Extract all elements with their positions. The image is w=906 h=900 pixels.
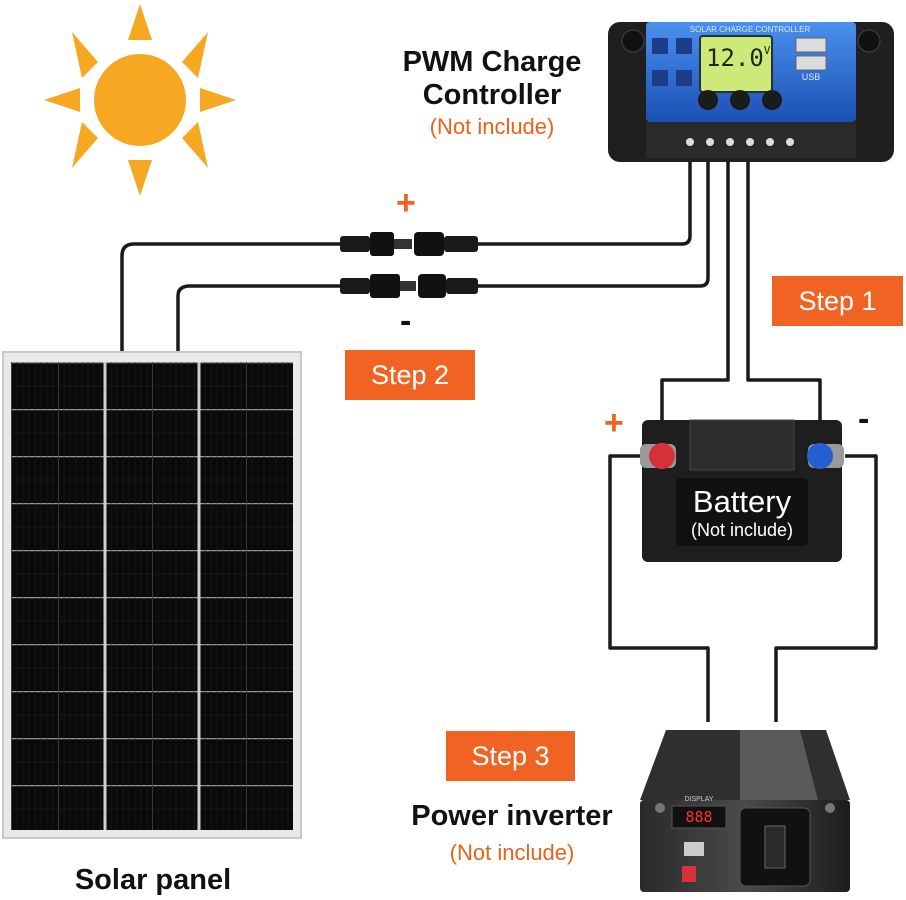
sun-icon: [44, 4, 236, 196]
controller-display: 12.0V: [706, 44, 770, 72]
battery-plus-sign: +: [604, 404, 624, 442]
battery: [640, 419, 844, 562]
inverter-display: 888: [685, 808, 713, 826]
step3-badge: Step 3: [446, 731, 575, 781]
step1-badge: Step 1: [772, 276, 903, 326]
controller-title-line2: Controller: [422, 79, 562, 112]
controller-usb-label: USB: [801, 72, 821, 82]
controller-note: (Not include): [429, 114, 555, 139]
power-inverter: [640, 730, 850, 892]
battery-note: (Not include): [690, 520, 794, 540]
mc4-connector-positive: [340, 232, 478, 256]
inverter-display-label: DISPLAY: [684, 796, 714, 803]
controller-title-line1: PWM Charge: [402, 46, 582, 78]
connector-minus-sign: -: [400, 302, 412, 340]
controller-title: PWM Charge Controller: [392, 46, 592, 113]
connector-plus-sign: +: [396, 184, 416, 222]
battery-title: Battery: [692, 484, 792, 519]
controller-display-unit: V: [763, 44, 771, 57]
wires: [120, 160, 878, 722]
controller-display-value: 12.0: [706, 44, 764, 72]
solar-panel: [2, 351, 302, 839]
battery-positive-terminal-icon: [649, 443, 675, 469]
battery-minus-sign: -: [858, 400, 870, 438]
charge-controller: [608, 22, 894, 162]
mc4-connector-negative: [340, 274, 478, 298]
step2-badge: Step 2: [345, 350, 475, 400]
inverter-note: (Not include): [449, 840, 575, 865]
inverter-title: Power inverter: [411, 800, 613, 832]
panel-title: Solar panel: [74, 864, 232, 896]
controller-face-label: SOLAR CHARGE CONTROLLER: [689, 25, 811, 34]
battery-negative-terminal-icon: [807, 443, 833, 469]
